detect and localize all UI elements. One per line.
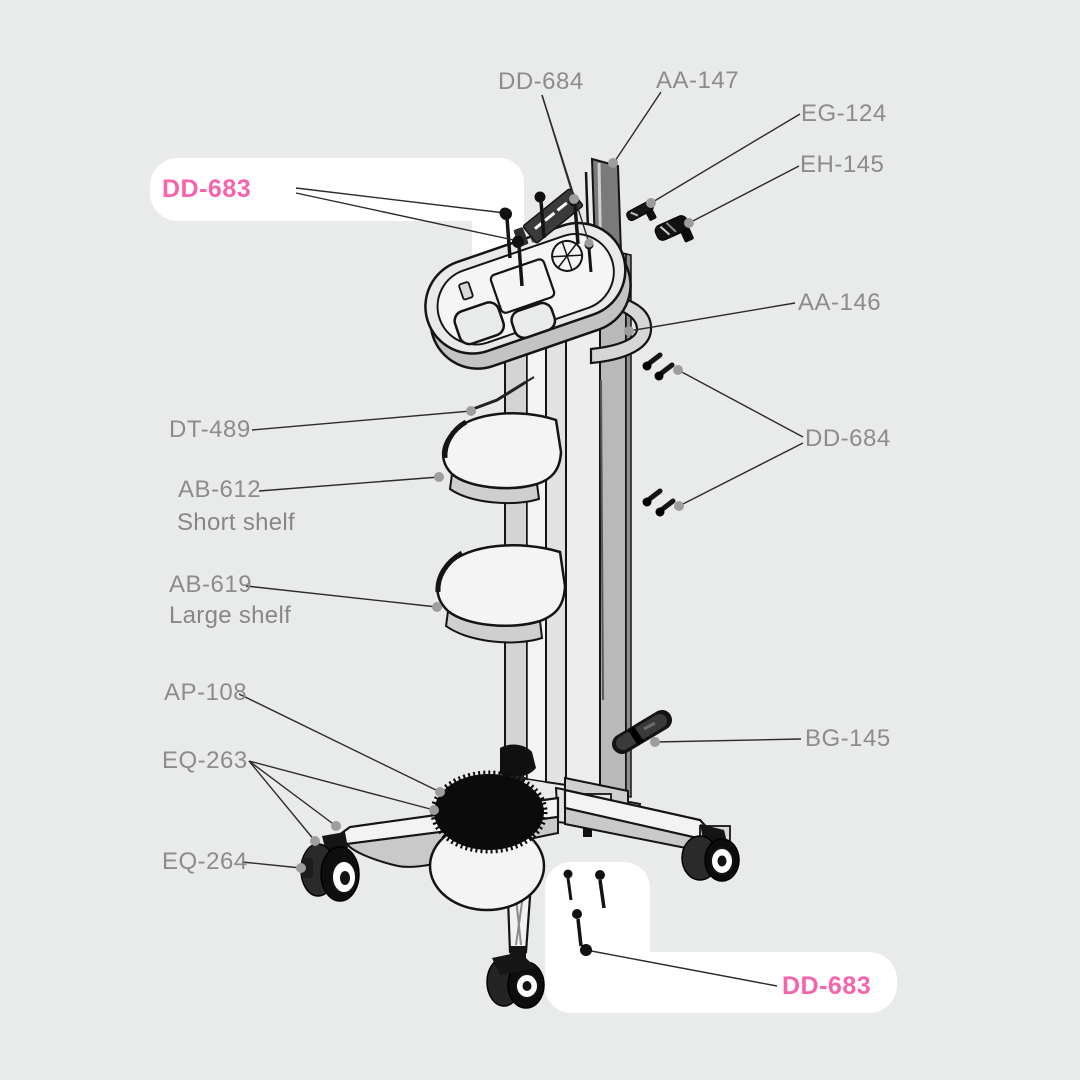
caster-right: [681, 824, 740, 882]
top-tray: [424, 221, 632, 370]
handle-bg145: [612, 710, 672, 754]
callout-labels: DD-684 AA-147 EG-124 EH-145 DD-683 AA-14…: [162, 67, 891, 1000]
foot-dome-ap108: [430, 770, 548, 854]
bottom-screws-dd683: [563, 869, 606, 947]
caster-front: [486, 946, 545, 1009]
callout-dd684-top: DD-684: [498, 68, 584, 95]
callout-dd683-top[interactable]: DD-683: [162, 175, 251, 203]
cart-drawing: [300, 157, 740, 1009]
callout-aa147: AA-147: [656, 67, 739, 94]
callout-dd683-bottom[interactable]: DD-683: [782, 972, 871, 1000]
column-clamp-aa146: [587, 289, 653, 365]
callout-eq264: EQ-264: [162, 848, 248, 875]
callout-ab612-sub: Short shelf: [177, 509, 295, 536]
callout-eh145: EH-145: [800, 151, 884, 178]
short-shelf-ab612: [441, 412, 563, 505]
shelf-pin-dt489: [472, 376, 535, 411]
leader-lines: [238, 91, 804, 987]
side-screws-dd684: [642, 352, 676, 517]
callout-bg145: BG-145: [805, 725, 891, 752]
callout-ab619-sub: Large shelf: [169, 602, 291, 629]
caster-left: [300, 832, 360, 902]
callout-eg124: EG-124: [801, 100, 887, 127]
callout-ab612: AB-612: [178, 476, 261, 503]
callout-ab619: AB-619: [169, 571, 252, 598]
callout-eq263: EQ-263: [162, 747, 248, 774]
large-shelf-ab619: [435, 544, 567, 644]
fitting-eh145: [654, 215, 694, 243]
callout-dt489: DT-489: [169, 416, 251, 443]
callout-aa146: AA-146: [798, 289, 881, 316]
callout-dd684-right: DD-684: [805, 425, 891, 452]
callout-ap108: AP-108: [164, 679, 247, 706]
